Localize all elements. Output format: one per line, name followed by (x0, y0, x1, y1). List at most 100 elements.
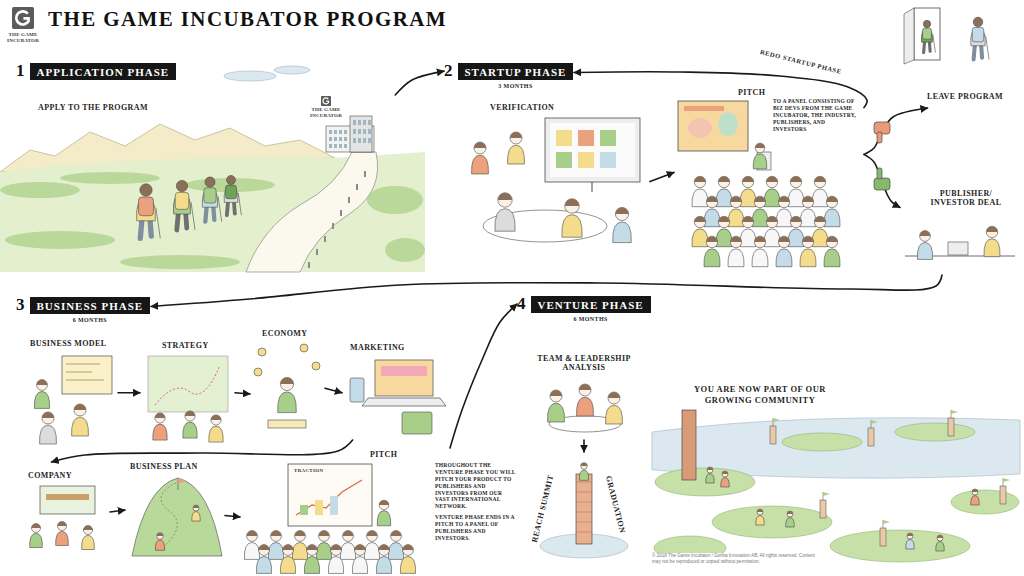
edge-label: REDO STARTUP PHASE (758, 48, 843, 76)
logo-square (321, 96, 331, 106)
slide (678, 101, 748, 151)
figure-hair (185, 411, 195, 416)
figure (316, 531, 331, 560)
figure (209, 415, 223, 442)
figure-hair (367, 531, 378, 536)
figure (706, 467, 714, 483)
pillar (880, 528, 886, 546)
flag (178, 478, 186, 484)
figure-body (508, 145, 525, 164)
figure-body (562, 215, 582, 238)
figure-hair (157, 533, 164, 536)
figure-head (608, 392, 620, 404)
window (339, 130, 342, 134)
figure-body (753, 154, 767, 169)
road (246, 152, 378, 272)
figure (56, 522, 69, 546)
window (329, 144, 332, 148)
meadow (0, 152, 425, 272)
figure-head (403, 545, 414, 556)
figure (256, 545, 271, 574)
figure-hair (814, 216, 825, 222)
figure (548, 390, 565, 422)
figure (756, 509, 764, 525)
figure-head (778, 236, 789, 247)
figure-head (972, 489, 978, 495)
window (344, 137, 347, 141)
flag (871, 420, 878, 424)
step-caption: VERIFICATION (490, 103, 554, 112)
figure-head (730, 236, 741, 247)
figure-body (364, 542, 379, 559)
figure (984, 226, 1000, 256)
step-scene: APPLY TO THE PROGRAM (0, 95, 425, 273)
building-tower (350, 116, 372, 152)
figure (906, 533, 914, 549)
figure-body (812, 229, 828, 247)
pillar-step (576, 492, 592, 493)
figure-hair (766, 176, 777, 182)
figure (304, 545, 319, 574)
figure-head (778, 196, 789, 207)
window (363, 120, 366, 125)
figure-head (42, 412, 54, 424)
figure-hair (84, 526, 93, 531)
slide (288, 464, 372, 526)
figure-head (84, 526, 93, 535)
hiker-head (176, 180, 187, 191)
window (353, 138, 356, 143)
flow-arrow (450, 304, 517, 448)
figure (376, 545, 391, 574)
trail (160, 482, 178, 550)
map-route (155, 365, 220, 405)
step-scene: PUBLISHER/ INVESTOR DEAL (900, 185, 1020, 275)
window (368, 129, 371, 134)
window (334, 144, 337, 148)
figure-head (742, 216, 753, 227)
step-caption: STRATEGY (162, 341, 209, 350)
flow-arrow (225, 516, 240, 518)
figure-hair (694, 176, 705, 182)
step-scene: BUSINESS PLAN (125, 455, 225, 565)
figure-hair (754, 196, 765, 202)
figure-head (474, 142, 486, 154)
field (385, 238, 425, 262)
figure (752, 236, 768, 266)
figure (577, 384, 594, 416)
figure-head (391, 531, 402, 542)
step-caption: TEAM & LEADERSHIP ANALYSIS (528, 354, 640, 372)
phase-header: 4VENTURE PHASE6 MONTHS (517, 296, 651, 323)
slide-art (688, 118, 712, 138)
figure (971, 489, 979, 505)
figure-hair (972, 489, 978, 492)
figure-head (754, 196, 765, 207)
phase-number: 1 (16, 62, 25, 79)
logo-letter-shape (323, 98, 329, 104)
backpack (139, 197, 154, 216)
cloud (274, 66, 310, 74)
figure-hair (280, 377, 293, 384)
figure-hair (802, 236, 813, 242)
figure-body (917, 242, 932, 259)
figure-body (824, 249, 840, 267)
figure-head (247, 531, 258, 542)
figure-head (718, 216, 729, 227)
figure-hair (510, 132, 522, 138)
phase-band: STARTUP PHASE (458, 63, 574, 80)
figure-body (716, 189, 732, 207)
figure-hair (247, 531, 258, 536)
figure-head (37, 380, 48, 391)
figure-head (155, 413, 165, 423)
figure-body (740, 229, 756, 247)
phase-header: 2STARTUP PHASE3 MONTHS (444, 63, 574, 90)
figure-hair (722, 471, 728, 474)
figure-head (379, 545, 390, 556)
window (358, 138, 361, 143)
flow-arrow (395, 71, 444, 95)
flow-arrow (52, 440, 353, 462)
hiker (971, 17, 989, 59)
thumb-down (874, 122, 890, 134)
figure (788, 216, 804, 246)
figure (34, 380, 49, 409)
hiker-leg (227, 201, 228, 215)
